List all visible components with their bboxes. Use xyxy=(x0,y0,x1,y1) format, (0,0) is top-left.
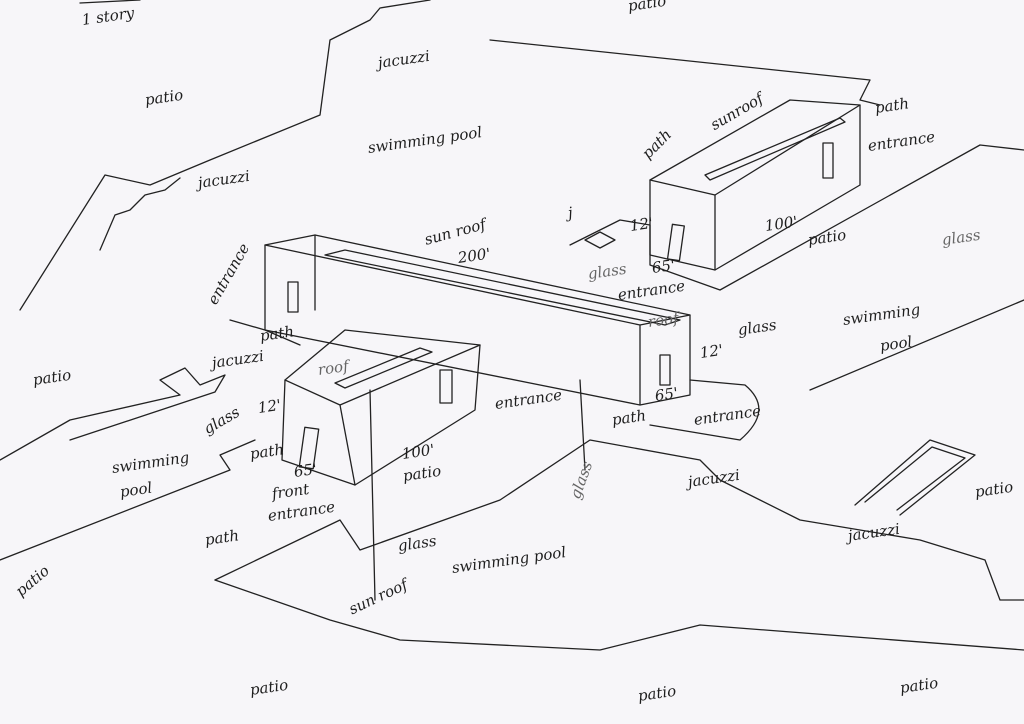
top-left-jacuzzi xyxy=(99,177,181,251)
label-width: 65' xyxy=(292,459,319,481)
right-building-edge xyxy=(649,104,861,196)
right-door xyxy=(822,142,834,179)
front-building-edge xyxy=(339,404,356,486)
top-pool-outline xyxy=(19,0,431,311)
front-door xyxy=(439,369,453,404)
label-height: 12' xyxy=(628,213,655,235)
center-jacuzzi xyxy=(649,379,760,441)
right-jacuzzi-inner xyxy=(864,446,966,511)
left-path-platform xyxy=(0,439,256,561)
right-front-door xyxy=(666,223,685,262)
label-height: 12' xyxy=(256,395,283,417)
long-entrance-door xyxy=(287,281,299,313)
label-width: 65' xyxy=(650,255,677,277)
front-building xyxy=(281,329,481,486)
center-platform xyxy=(229,319,301,346)
right-sunroof xyxy=(704,117,846,181)
top-pool-outline xyxy=(79,0,141,4)
long-sunroof xyxy=(324,249,681,326)
bottom-pool-edge xyxy=(214,579,1024,651)
top-right-edge xyxy=(489,39,881,106)
right-jacuzzi xyxy=(584,231,616,249)
right-jacuzzi-box xyxy=(854,439,976,516)
left-pool xyxy=(0,367,226,461)
label-height: 12' xyxy=(698,340,725,362)
right-platform xyxy=(569,144,1024,291)
bottom-pool xyxy=(214,439,1024,601)
glass-leader xyxy=(579,379,586,471)
front-sunroof xyxy=(334,347,433,389)
sunroof-leader xyxy=(369,389,376,601)
right-pool xyxy=(809,299,1024,391)
long-side-door xyxy=(659,354,671,386)
label-width: 65' xyxy=(653,383,680,405)
front-entrance-door xyxy=(298,426,320,470)
